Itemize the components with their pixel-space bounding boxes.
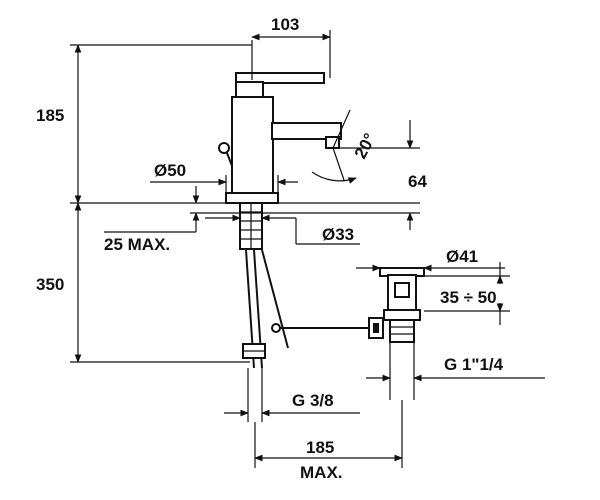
faucet-column xyxy=(231,96,274,195)
dim-label-g114: G 1"1/4 xyxy=(444,355,504,374)
dim-top-width: 103 xyxy=(251,15,331,80)
dim-label-35-50: 35 ÷ 50 xyxy=(440,288,497,307)
dim-height-lower: 350 xyxy=(36,202,250,363)
dim-label-103: 103 xyxy=(271,15,299,34)
dim-waste-range: 35 ÷ 50 xyxy=(424,262,510,325)
dim-hole-diameter: Ø33 xyxy=(205,214,360,245)
popup-rod xyxy=(261,249,289,349)
popup-knob xyxy=(218,142,230,154)
dim-waste-thread: G 1"1/4 xyxy=(366,342,545,400)
aerator xyxy=(325,136,340,149)
dim-waste-offset: 185 MAX. xyxy=(254,400,403,482)
dim-label-angle: 20° xyxy=(351,130,380,162)
dim-label-185-upper: 185 xyxy=(36,106,64,125)
dim-label-64: 64 xyxy=(408,172,427,191)
dim-label-d33: Ø33 xyxy=(322,225,354,244)
dim-deck-thickness: 25 MAX. xyxy=(104,186,200,254)
waste-assembly xyxy=(368,267,425,343)
dim-label-d41: Ø41 xyxy=(446,247,478,266)
waste-tail xyxy=(389,319,415,343)
dim-label-185-offset: 185 xyxy=(306,438,334,457)
dim-label-25max: 25 MAX. xyxy=(104,235,170,254)
base-flange xyxy=(225,192,279,204)
dim-label-350: 350 xyxy=(36,275,64,294)
dim-base-diameter: Ø50 xyxy=(150,161,298,193)
dim-label-g38: G 3/8 xyxy=(292,391,334,410)
dim-spout-angle: 20° xyxy=(311,109,380,184)
dim-inlet-thread: G 3/8 xyxy=(224,368,360,422)
lever-handle xyxy=(235,72,325,84)
dim-waste-diameter: Ø41 xyxy=(356,247,505,272)
waste-plug xyxy=(394,282,410,298)
dim-label-max: MAX. xyxy=(300,463,343,482)
waste-body-top xyxy=(387,274,417,312)
dim-height-upper: 185 xyxy=(36,44,252,204)
dim-label-d50: Ø50 xyxy=(154,161,186,180)
waste-nut xyxy=(383,309,421,321)
cartridge-cap xyxy=(235,81,264,99)
dim-spout-height: 64 xyxy=(340,120,427,230)
